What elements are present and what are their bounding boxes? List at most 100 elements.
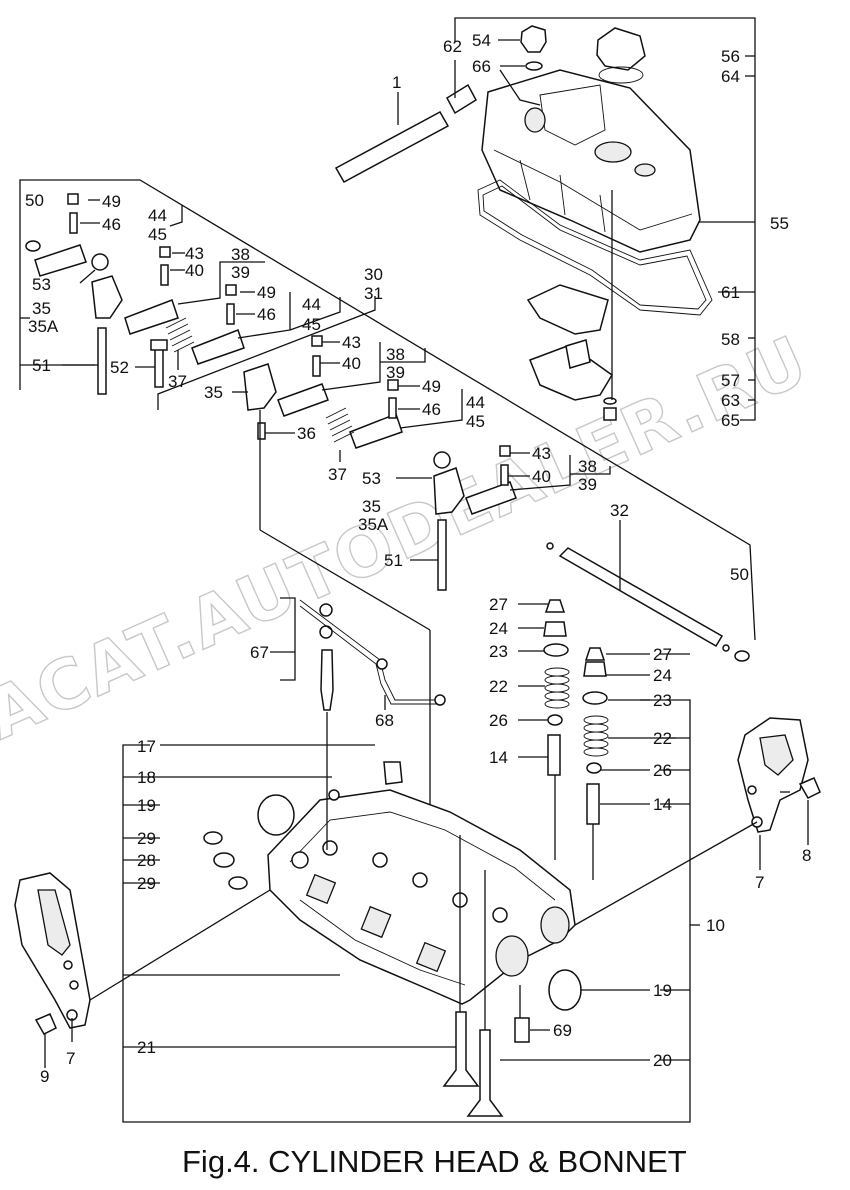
circlip-2 (734, 650, 750, 662)
valve-train (518, 599, 676, 825)
sealing-cap-1 (257, 794, 295, 836)
label-30: 30 (364, 265, 383, 284)
label-20: 20 (653, 1051, 672, 1070)
label-57: 57 (721, 371, 740, 390)
rocker-arm-1 (34, 193, 87, 277)
label-32: 32 (610, 501, 629, 520)
support-bolt (154, 344, 164, 388)
label-49-a: 49 (102, 192, 121, 211)
rocker-spring-2 (325, 407, 355, 443)
label-66: 66 (472, 57, 491, 76)
label-27-a: 27 (489, 595, 508, 614)
label-14-b: 14 (653, 795, 672, 814)
rocker-arm-group (19, 179, 756, 662)
glow-plug-lead (299, 599, 440, 701)
label-7-left: 7 (66, 1049, 75, 1068)
glow-plug-group (259, 410, 446, 860)
sealing-cap-2 (548, 969, 582, 1011)
lifting-hook-left (14, 872, 91, 1029)
glow-plug (320, 649, 334, 711)
label-45-a: 45 (148, 225, 167, 244)
bonnet-assembly (334, 17, 756, 421)
label-29-a: 29 (137, 829, 156, 848)
label-23-a: 23 (489, 642, 508, 661)
breather-tube (446, 83, 477, 115)
rocker-arm-2 (124, 246, 179, 335)
label-8: 8 (802, 846, 811, 865)
bonnet-gasket (477, 179, 713, 316)
stud-bolt-1 (97, 327, 107, 395)
cover-nut (603, 407, 617, 421)
label-35-b: 35 (204, 383, 223, 402)
spring-retainer-1 (543, 643, 569, 657)
label-43-c: 43 (532, 444, 551, 463)
label-7-right: 7 (755, 873, 764, 892)
label-22-b: 22 (653, 729, 672, 748)
rocker-arm-5 (349, 379, 403, 449)
label-40-a: 40 (185, 261, 204, 280)
label-24-b: 24 (653, 666, 672, 685)
label-18: 18 (137, 768, 156, 787)
intake-valve (442, 1011, 480, 1087)
label-50-top: 50 (25, 191, 44, 210)
hook-bolt-left (34, 1013, 57, 1035)
label-49-b: 49 (257, 283, 276, 302)
label-19-b: 19 (653, 981, 672, 1000)
label-26-b: 26 (653, 761, 672, 780)
label-64: 64 (721, 67, 740, 86)
label-46-c: 46 (422, 400, 441, 419)
label-46-b: 46 (257, 305, 276, 324)
breather-pipe (334, 110, 450, 184)
oil-filler-cap (596, 27, 646, 71)
label-39-b: 39 (386, 363, 405, 382)
label-37-b: 37 (328, 465, 347, 484)
label-35-c: 35 (362, 497, 381, 516)
label-53-b: 53 (362, 469, 381, 488)
label-39-a: 39 (231, 263, 250, 282)
oil-filler-neck (594, 141, 632, 163)
rocker-spring-1 (165, 317, 195, 353)
label-31: 31 (364, 284, 383, 303)
label-22-a: 22 (489, 677, 508, 696)
label-67: 67 (250, 643, 269, 662)
valve-guide-2 (586, 783, 600, 825)
rocker-arm-3 (191, 284, 245, 365)
head-plug (383, 761, 403, 785)
head-pin (328, 789, 340, 801)
label-27-b: 27 (653, 645, 672, 664)
rocker-support-2 (243, 363, 277, 411)
rocker-arm-4 (277, 335, 329, 417)
label-24-a: 24 (489, 619, 508, 638)
label-36: 36 (297, 424, 316, 443)
label-56: 56 (721, 47, 740, 66)
label-10: 10 (706, 916, 725, 935)
label-44-c: 44 (466, 393, 485, 412)
spring-retainer-2 (582, 691, 608, 705)
label-45-b: 45 (302, 315, 321, 334)
rocker-arm-6 (465, 445, 517, 515)
cylinder-head-assembly (14, 653, 821, 1123)
label-65: 65 (721, 411, 740, 430)
label-43-a: 43 (185, 244, 204, 263)
callout-labels: 1 62 54 66 56 64 55 61 58 57 63 65 50 49… (25, 31, 811, 1086)
label-45-c: 45 (466, 412, 485, 431)
label-63: 63 (721, 391, 740, 410)
label-17: 17 (137, 737, 156, 756)
support-nut (91, 253, 109, 271)
label-26-a: 26 (489, 711, 508, 730)
label-53-a: 53 (32, 275, 51, 294)
label-40-b: 40 (342, 354, 361, 373)
label-29-b: 29 (137, 874, 156, 893)
label-68: 68 (375, 711, 394, 730)
label-21: 21 (137, 1038, 156, 1057)
label-37-a: 37 (168, 372, 187, 391)
hook-bolt-right (798, 777, 821, 799)
label-1: 1 (392, 73, 401, 92)
label-38-c: 38 (578, 457, 597, 476)
label-44-a: 44 (148, 206, 167, 225)
rocker-shaft (558, 547, 724, 648)
label-35A-a: 35A (28, 317, 59, 336)
label-49-c: 49 (422, 377, 441, 396)
